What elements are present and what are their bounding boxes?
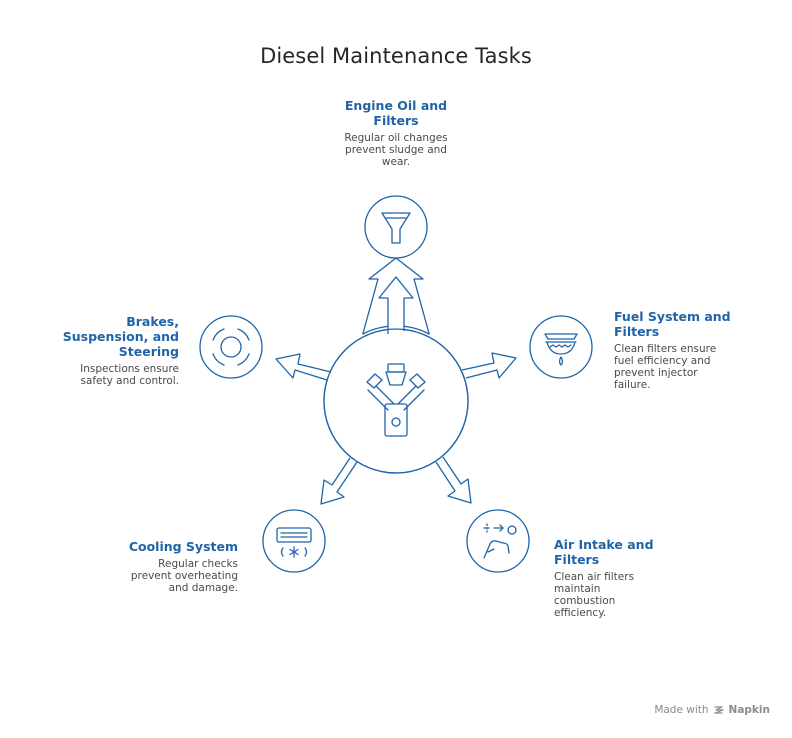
brake-disc-icon — [212, 328, 250, 366]
arrow-right-up — [461, 352, 517, 379]
arrow-down-right — [435, 456, 472, 504]
cooling-node — [262, 509, 326, 573]
arrow-left-up — [275, 353, 332, 381]
task-heading: Fuel System and Filters — [614, 309, 731, 339]
footer-prefix: Made with — [654, 704, 709, 716]
funnel-icon — [381, 212, 411, 244]
arrow-down-left — [320, 457, 358, 505]
fuel-filter-icon — [544, 333, 578, 366]
task-fuel-system: Fuel System and Filters Clean filters en… — [614, 309, 734, 391]
engine-icon — [366, 363, 426, 437]
task-description: Regular checks prevent overheating and d… — [130, 558, 238, 594]
page-title: Diesel Maintenance Tasks — [260, 44, 532, 68]
task-description: Clean air filters maintain combustion ef… — [554, 571, 635, 619]
engine-node — [364, 195, 428, 259]
brakes-node — [199, 315, 263, 379]
air-conditioner-icon — [276, 527, 312, 558]
task-description: Clean filters ensure fuel efficiency and… — [614, 343, 717, 391]
task-heading: Cooling System — [128, 539, 238, 554]
task-description: Regular oil changes prevent sludge and w… — [344, 132, 448, 168]
hub-circle — [323, 328, 469, 474]
arrow-up — [378, 276, 414, 334]
task-cooling-system: Cooling System Regular checks prevent ov… — [118, 539, 238, 594]
napkin-logo-icon — [713, 706, 724, 714]
footer-brand: Napkin — [728, 704, 770, 716]
task-description: Inspections ensure safety and control. — [80, 363, 179, 387]
task-air-intake: Air Intake and Filters Clean air filters… — [554, 537, 664, 619]
made-with-napkin[interactable]: Made with Napkin — [654, 704, 770, 716]
task-heading: Brakes, Suspension, and Steering — [62, 314, 179, 359]
task-brakes: Brakes, Suspension, and Steering Inspect… — [62, 314, 179, 387]
task-heading: Engine Oil and Filters — [344, 98, 448, 128]
air-intake-icon — [483, 523, 517, 559]
task-heading: Air Intake and Filters — [554, 537, 654, 567]
task-engine-oil: Engine Oil and Filters Regular oil chang… — [332, 98, 460, 168]
